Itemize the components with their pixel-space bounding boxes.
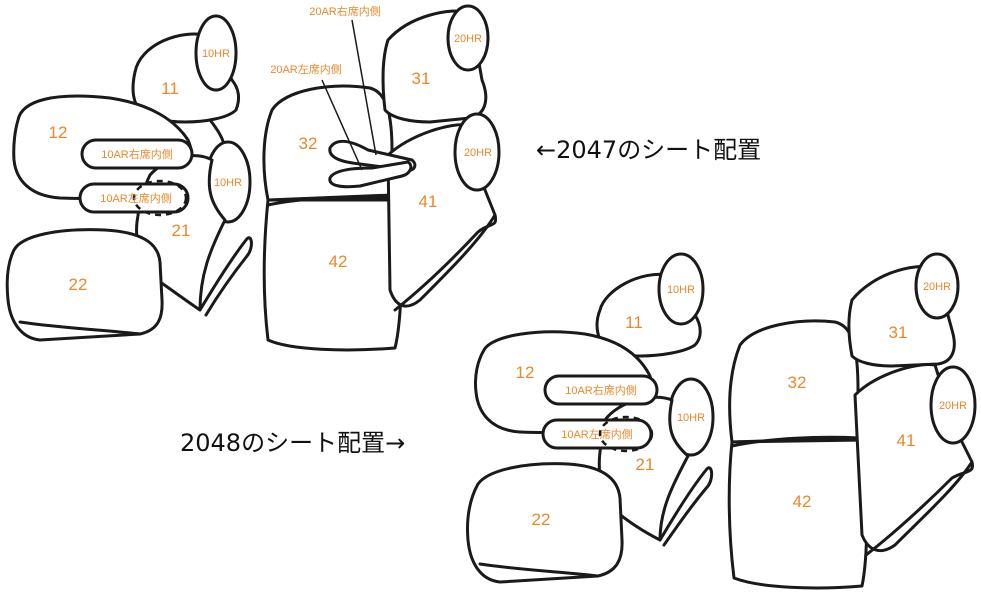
headrest-10hr-upper-2048: [657, 252, 705, 326]
label-2048-seat-21: 21: [636, 455, 655, 474]
label-2047-seat-42: 42: [329, 252, 348, 271]
armrest-20ar-left-inner: [328, 160, 413, 189]
label-2048-headrest-lower: 10HR: [677, 412, 705, 424]
armrest-hidden-outline: [132, 179, 188, 217]
seat-22-front-edge: [18, 320, 142, 336]
label-2048-headrest-20hr-lower: 20HR: [939, 400, 967, 412]
layout-2048-third-row: [727, 252, 977, 590]
label-2047-seat-22: 22: [69, 275, 88, 294]
headrest-10hr-upper: [194, 14, 238, 92]
label-2047-headrest-lower: 10HR: [214, 177, 242, 189]
label-2047-armrest-right-inner: 10AR右席内側: [101, 147, 173, 161]
seat-21-side: [198, 236, 253, 317]
label-2047-headrest-upper: 10HR: [202, 48, 230, 60]
callout-20ar-right-inner: 20AR右席内側: [309, 4, 381, 18]
label-2047-seat-21: 21: [172, 221, 191, 240]
label-2047-seat-41: 41: [419, 192, 438, 211]
label-2048-seat-41: 41: [897, 431, 916, 450]
headrest-20hr-upper-2048: [914, 252, 960, 320]
layout-2048-second-row: [466, 252, 715, 584]
seat-42-cushion: [262, 198, 404, 352]
label-2047-seat-32: 32: [299, 134, 318, 153]
seat-22-cushion: [5, 228, 164, 342]
callout-line-right: [351, 19, 377, 156]
label-2047-headrest-20hr-upper: 20HR: [454, 33, 482, 45]
seat-41-side-2048: [864, 460, 975, 557]
caption-2048-layout: 2048のシート配置→: [180, 429, 405, 457]
label-2048-headrest-upper: 10HR: [667, 284, 695, 296]
label-2048-headrest-20hr-upper: 20HR: [923, 281, 951, 293]
label-2048-armrest-right-inner: 10AR右席内側: [565, 383, 637, 397]
seat-22-cushion-2048: [466, 462, 624, 584]
label-2048-seat-22: 22: [532, 510, 551, 529]
label-2048-seat-42: 42: [793, 492, 812, 511]
seat-42-cushion-2048: [727, 438, 869, 590]
armrest-10ar-right-inner-2048: [543, 374, 659, 406]
bench-seam-2048: [730, 435, 862, 448]
layout-2047-third-row: [262, 4, 501, 352]
label-2047-seat-11: 11: [161, 79, 179, 98]
seat-21-side-2048: [658, 466, 714, 547]
seat-22-front-edge-2048: [478, 562, 600, 578]
label-2047-armrest-left-inner: 10AR左席内側: [100, 191, 172, 205]
callout-line-left: [321, 79, 363, 171]
label-2048-seat-32: 32: [788, 373, 807, 392]
label-2047-headrest-20hr-lower: 20HR: [464, 147, 492, 159]
label-2048-seat-12: 12: [516, 363, 535, 382]
armrest-hidden-outline-2048: [598, 415, 654, 453]
layout-2047-second-row: [5, 14, 253, 342]
label-2048-seat-31: 31: [889, 323, 908, 342]
armrest-10ar-right-inner: [80, 138, 194, 170]
label-2048-seat-11: 11: [625, 313, 643, 332]
headrest-20hr-lower: [453, 112, 501, 192]
seat-41-side: [393, 213, 498, 312]
label-2047-seat-12: 12: [49, 123, 68, 142]
headrest-20hr-lower-2048: [929, 365, 977, 445]
label-2048-armrest-left-inner: 10AR左席内側: [561, 427, 633, 441]
callout-20ar-left-inner: 20AR左席内側: [270, 62, 342, 76]
label-2047-seat-31: 31: [412, 69, 431, 88]
headrest-20hr-upper: [446, 4, 490, 72]
bench-seam: [266, 195, 394, 207]
caption-2047-layout: ←2047のシート配置: [536, 136, 761, 164]
